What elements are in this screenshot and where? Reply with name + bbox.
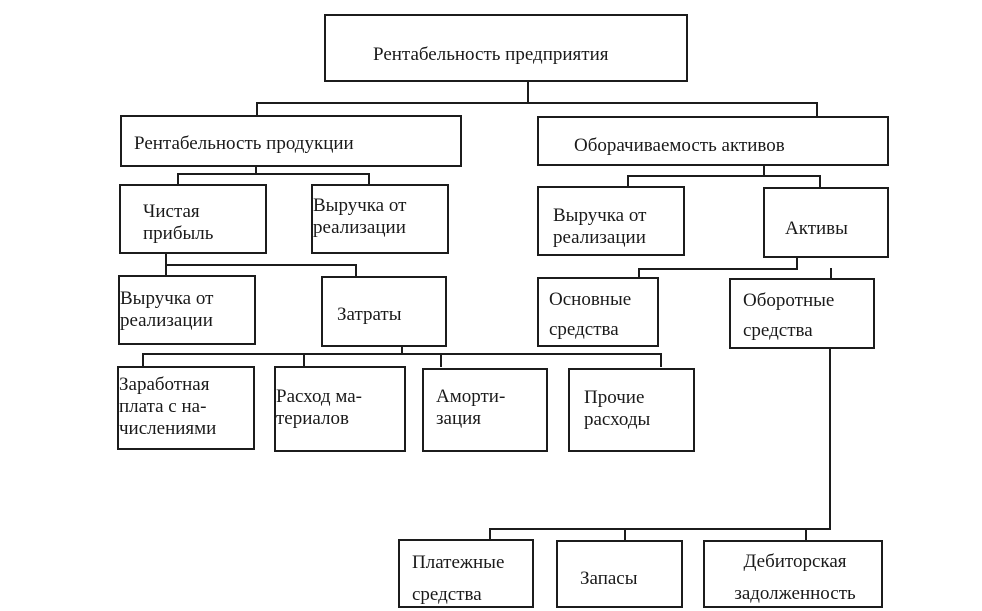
connector-current-bus: [489, 528, 831, 530]
connector-to-sales-left: [368, 173, 370, 185]
node-label: Активы: [785, 218, 848, 239]
node-cost-depreciation: Аморти- зация: [422, 368, 548, 452]
connector-rp-bus: [177, 173, 370, 175]
node-label: Расход ма- териалов: [276, 386, 362, 429]
connector-rp-down: [255, 165, 257, 175]
node-receivables: Дебиторская задолженность: [703, 540, 883, 608]
node-label: Чистая прибыль: [143, 201, 214, 244]
node-label: Прочие расходы: [584, 387, 651, 430]
node-cost-materials: Расход ма- териалов: [274, 366, 406, 452]
connector-to-sales-right: [627, 175, 629, 187]
connector-to-current: [830, 268, 832, 278]
node-net-profit: Чистая прибыль: [119, 184, 267, 254]
node-label: Платежные средства: [412, 552, 505, 605]
node-label: Аморти- зация: [436, 386, 506, 429]
connector-root-down: [527, 82, 529, 104]
node-product-profitability: Рентабельность продукции: [120, 115, 462, 167]
connector-to-assets: [819, 175, 821, 188]
connector-np-bus: [165, 264, 357, 266]
node-sales-revenue-sub: Выручка от реализации: [118, 275, 256, 345]
node-sales-revenue-right: Выручка от реализации: [537, 186, 685, 256]
connector-level1-bus: [256, 102, 818, 104]
node-current-assets: Оборотные средства: [729, 278, 875, 349]
node-sales-revenue-left: Выручка от реализации: [311, 184, 449, 254]
node-label: Оборотные средства: [743, 290, 835, 341]
connector-assets-bus: [638, 268, 798, 270]
node-asset-turnover: Оборачиваемость активов: [537, 116, 889, 166]
connector-to-net-profit: [177, 173, 179, 185]
connector-costs-down: [401, 345, 403, 354]
node-cost-other: Прочие расходы: [568, 368, 695, 452]
connector-to-inventory: [624, 528, 626, 540]
node-label: Запасы: [580, 568, 638, 589]
node-label: Затраты: [337, 304, 402, 325]
node-inventory: Запасы: [556, 540, 683, 608]
connector-to-cost-1: [142, 353, 144, 367]
connector-oa-bus: [627, 175, 821, 177]
node-label: Оборачиваемость активов: [574, 135, 785, 156]
connector-to-costs: [355, 264, 357, 276]
connector-assets-down: [796, 257, 798, 270]
connector-to-cost-4: [660, 353, 662, 367]
connector-to-receivables: [805, 528, 807, 540]
node-cost-wages: Заработная плата с на- числениями: [117, 366, 255, 450]
connector-to-right: [816, 102, 818, 116]
connector-costs-bus: [142, 353, 662, 355]
node-label: Дебиторская задолженность: [734, 551, 856, 604]
connector-np-down: [165, 252, 167, 266]
node-label: Выручка от реализации: [120, 288, 214, 331]
connector-to-revenue-sub: [165, 264, 167, 276]
node-payment-means: Платежные средства: [398, 539, 534, 608]
node-costs: Затраты: [321, 276, 447, 347]
connector-oa-down: [763, 165, 765, 177]
connector-to-cost-2: [303, 353, 305, 367]
connector-to-fixed: [638, 268, 640, 278]
node-label: Выручка от реализации: [553, 205, 647, 248]
node-label: Основные средства: [549, 289, 632, 340]
connector-to-cost-3: [440, 353, 442, 367]
node-label: Выручка от реализации: [313, 195, 407, 238]
connector-to-left: [256, 102, 258, 115]
node-label: Заработная плата с на- числениями: [119, 374, 217, 439]
node-enterprise-profitability: Рентабельность предприятия: [324, 14, 688, 82]
node-label: Рентабельность продукции: [134, 133, 354, 154]
connector-current-down: [829, 348, 831, 530]
node-label: Рентабельность предприятия: [373, 44, 609, 65]
connector-to-payment: [489, 528, 491, 540]
node-fixed-assets: Основные средства: [537, 277, 659, 347]
node-assets: Активы: [763, 187, 889, 258]
